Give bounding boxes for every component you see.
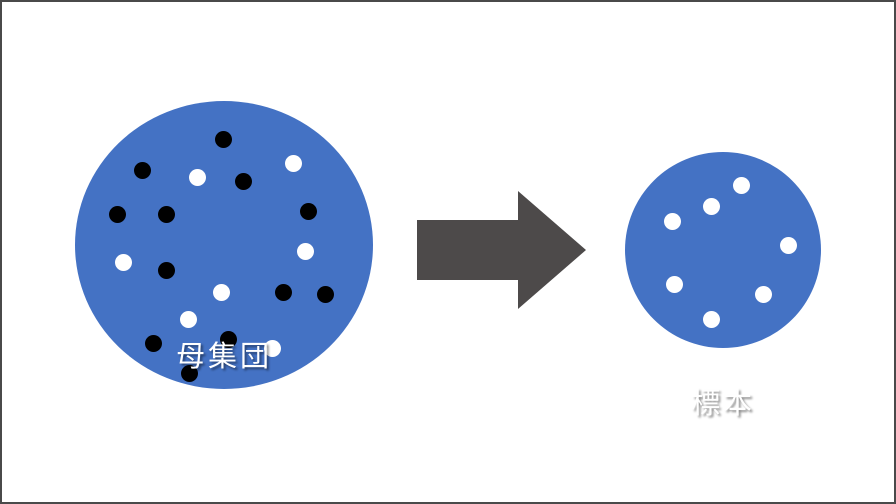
population-dot [214, 130, 232, 148]
right-arrow-icon [417, 191, 586, 309]
population-dot [188, 168, 206, 186]
population-dot [296, 242, 314, 260]
population-dot [133, 161, 151, 179]
population-dot [179, 310, 197, 328]
sample-dot [663, 212, 681, 230]
population-dot [157, 205, 175, 223]
population-dot [274, 283, 292, 301]
population-dot [299, 202, 317, 220]
population-dot [234, 172, 252, 190]
population-dot [114, 253, 132, 271]
sample-dot [702, 197, 720, 215]
sample-dot [702, 310, 720, 328]
sample-label: 標本 [691, 386, 755, 420]
sample-dot [779, 236, 797, 254]
sample-dot [665, 275, 683, 293]
population-dot [157, 261, 175, 279]
population-dot [180, 364, 198, 382]
population-dot [316, 285, 334, 303]
population-dot [212, 283, 230, 301]
sample-dot [732, 176, 750, 194]
sample-dot [754, 285, 772, 303]
population-dot [284, 154, 302, 172]
population-dot [263, 339, 281, 357]
population-dot [108, 205, 126, 223]
population-dot [219, 330, 237, 348]
population-dot [144, 334, 162, 352]
